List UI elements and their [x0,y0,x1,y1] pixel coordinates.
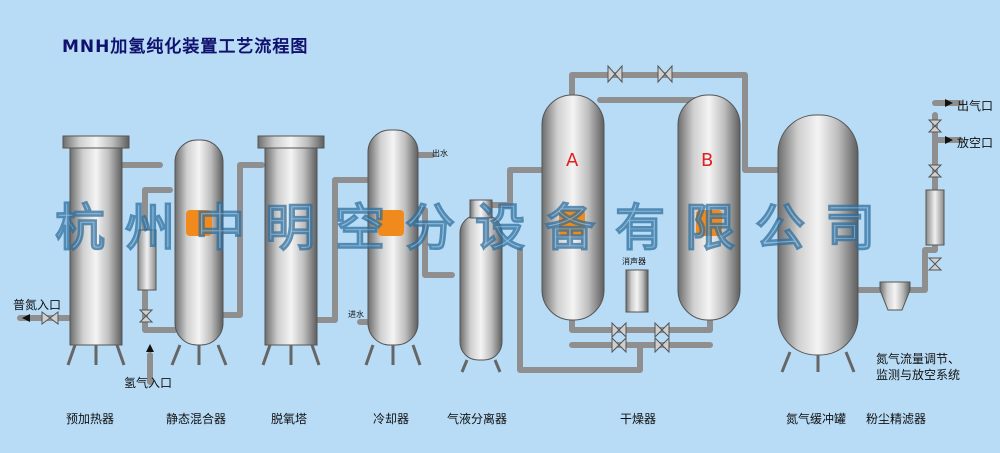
label-water-in: 进水 [348,310,364,319]
pipe-dryer-top-loop [569,72,783,173]
valve-top-2 [657,64,673,84]
flowmeter-nitrogen [925,189,945,246]
label-static-mixer: 静态混合器 [166,412,227,426]
vessel-silencer [625,269,649,313]
vessel-preheater [62,135,130,366]
label-dryer: 干燥器 [620,412,657,426]
pipe-separator-to-dryer [489,167,565,208]
pipe-deoxidizer-to-cooler [315,177,371,323]
valve-bottom-4 [654,336,670,354]
flow-arrows [22,99,953,352]
valve-outlet [927,119,943,133]
label-drain: 消声器 [622,257,646,266]
label-vent-port: 放空口 [957,136,994,150]
vessel-dryer-b [625,94,741,321]
label-gas-outlet: 出气口 [957,99,994,113]
page-title: MNH加氢纯化装置工艺流程图 [62,37,309,57]
label-water-out: 出水 [432,149,448,158]
pipe-cooler-to-separator [415,207,455,278]
logo-icon [696,210,722,236]
label-deoxidizer: 脱氧塔 [271,412,308,426]
valve-top-1 [607,64,623,84]
logo-icon [186,210,212,236]
valve-bottom-1 [611,321,627,339]
logo-marks [186,210,722,236]
label-system-line1: 氮气流量调节、 [876,352,961,366]
pipework [17,72,963,385]
logo-icon [378,210,404,236]
flowmeter-hydrogen [137,229,157,291]
label-system-line2: 监测与放空系统 [876,368,961,382]
label-hydrogen-inlet: 氢气入口 [124,376,173,390]
logo-icon [559,210,585,236]
valve-bottom-2 [654,321,670,339]
label-dust-filter: 粉尘精滤器 [866,412,927,426]
valve-bottom-3 [611,336,627,354]
label-gas-liquid-separator: 气液分离器 [447,412,508,426]
label-nitrogen-buffer-tank: 氮气缓冲罐 [786,412,847,426]
pipe-mixer-to-deoxidizer [219,162,265,318]
label-cooler: 冷却器 [373,412,410,426]
valve-nitrogen [41,311,59,325]
tank-letter-a: A [566,150,579,171]
label-preheater: 预加热器 [66,412,115,426]
label-nitrogen-inlet: 普氮入口 [13,298,62,312]
valve-lower [927,257,943,271]
valve-vent [927,164,943,178]
vessel-deoxidizer [257,135,325,366]
company-watermark: 杭州中明空分设备有限公司 [55,199,895,258]
valve-hydrogen [138,309,154,323]
pipe-dryer-bottom-a [569,312,713,333]
tank-letter-b: B [701,150,714,171]
vessel-dryer-a [541,94,605,321]
vessel-separator [459,199,503,373]
vessel-nitrogen-buffer-tank [777,114,859,373]
vessel-dust-filter [879,189,945,311]
vessel-static-mixer [137,139,228,366]
pipe-separator-bottom [517,247,643,373]
vessel-cooler [364,129,422,366]
valves [41,64,943,354]
